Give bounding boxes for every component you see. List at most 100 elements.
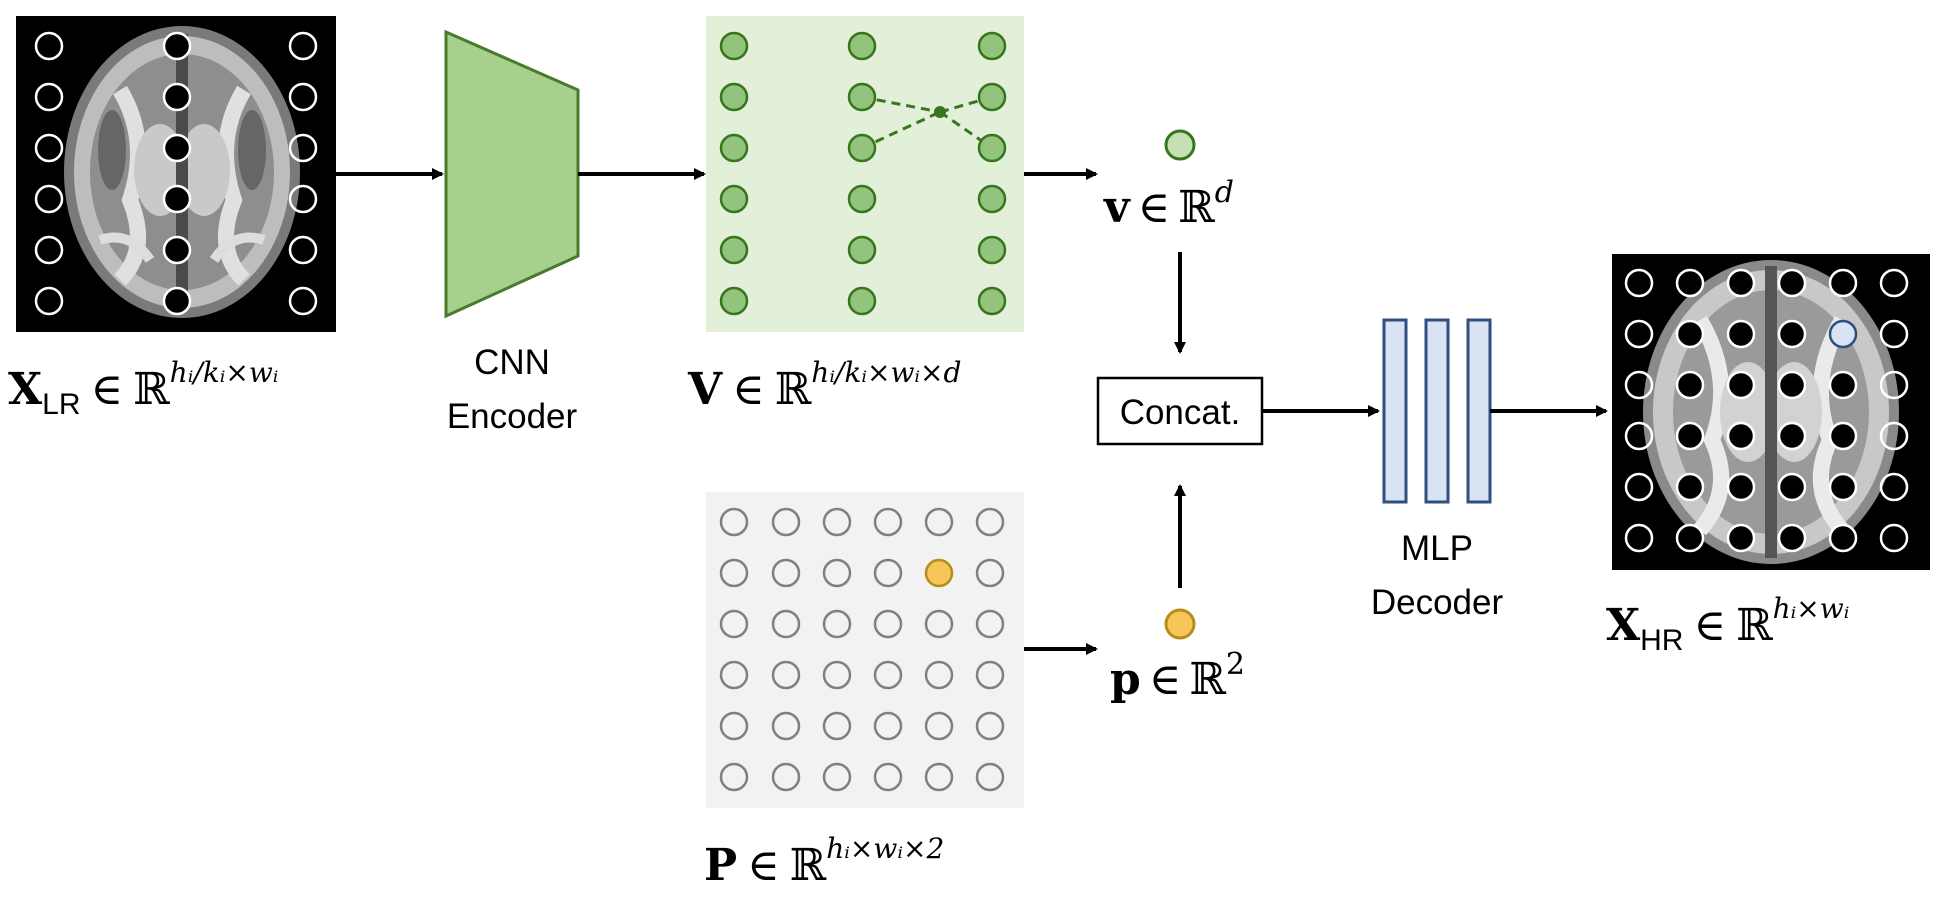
concat-label: Concat. <box>1120 393 1241 432</box>
coordinate-point <box>822 609 852 639</box>
hr-sample-point <box>1879 523 1909 553</box>
brain-mri-low-res-icon <box>64 26 300 318</box>
hr-sample-point <box>1777 268 1807 298</box>
x-lr-label: XLR∈ℝhᵢ/kᵢ×wᵢ <box>8 356 278 421</box>
feature-node <box>719 133 749 163</box>
coordinate-point <box>719 762 749 792</box>
hr-sample-point <box>1879 472 1909 502</box>
coordinate-point <box>719 711 749 741</box>
hr-sample-point <box>1624 370 1654 400</box>
feature-vector-node <box>1164 129 1196 161</box>
lr-image-panel <box>16 16 336 332</box>
hr-sample-point <box>1777 319 1807 349</box>
hr-sample-point <box>1675 523 1705 553</box>
coordinate-point <box>822 660 852 690</box>
lr-sample-point <box>288 133 318 163</box>
coordinate-point <box>975 762 1005 792</box>
lr-sample-point <box>288 235 318 265</box>
coordinate-point <box>924 609 954 639</box>
lr-sample-point <box>162 235 192 265</box>
feature-map-panel <box>706 16 1024 332</box>
coordinate-point <box>771 507 801 537</box>
coordinate-point <box>771 558 801 588</box>
lr-sample-point <box>34 235 64 265</box>
coordinate-point <box>975 660 1005 690</box>
feature-node <box>977 286 1007 316</box>
selected-coordinate-point <box>924 558 954 588</box>
hr-sample-point <box>1726 268 1756 298</box>
lr-sample-point <box>34 133 64 163</box>
feature-node <box>847 235 877 265</box>
hr-sample-point <box>1624 268 1654 298</box>
lr-sample-point <box>288 286 318 316</box>
encoder-label-line1: CNN <box>474 343 550 382</box>
coordinate-grid-background <box>706 492 1024 808</box>
coordinate-point <box>924 711 954 741</box>
lr-sample-point <box>162 184 192 214</box>
encoder-label-line2: Encoder <box>447 397 578 436</box>
hr-image-panel <box>1612 254 1930 570</box>
lr-sample-point <box>162 133 192 163</box>
x-hr-label: XHR∈ℝhᵢ×wᵢ <box>1606 592 1849 657</box>
coordinate-point <box>719 660 749 690</box>
lr-sample-point <box>162 31 192 61</box>
hr-sample-point <box>1777 472 1807 502</box>
mlp-decoder-block <box>1382 318 1492 504</box>
lr-sample-point <box>288 82 318 112</box>
feature-node <box>719 286 749 316</box>
hr-sample-point <box>1879 319 1909 349</box>
hr-sample-point <box>1828 523 1858 553</box>
hr-sample-point <box>1726 421 1756 451</box>
feature-node <box>977 235 1007 265</box>
decoder-label-line2: Decoder <box>1371 583 1504 622</box>
hr-sample-point <box>1675 421 1705 451</box>
feature-node <box>847 184 877 214</box>
feature-node <box>847 31 877 61</box>
hr-sample-point <box>1726 523 1756 553</box>
coordinate-vector-node <box>1164 608 1196 640</box>
hr-sample-point <box>1828 421 1858 451</box>
cnn-encoder-block <box>444 29 580 319</box>
concat-block: Concat. <box>1096 376 1264 446</box>
coordinate-point <box>873 609 903 639</box>
coordinate-point <box>822 507 852 537</box>
hr-sample-point <box>1675 319 1705 349</box>
feature-node <box>719 31 749 61</box>
coordinate-point <box>719 609 749 639</box>
decoder-label-line1: MLP <box>1401 529 1473 568</box>
hr-sample-point <box>1828 472 1858 502</box>
feature-node <box>847 286 877 316</box>
hr-sample-point <box>1879 421 1909 451</box>
coordinate-point <box>771 609 801 639</box>
hr-sample-point <box>1879 370 1909 400</box>
coordinate-point <box>975 609 1005 639</box>
feature-node <box>977 82 1007 112</box>
hr-sample-point <box>1777 370 1807 400</box>
concat-box <box>1096 376 1264 446</box>
coordinate-grid-panel <box>706 492 1024 808</box>
coordinate-point <box>822 762 852 792</box>
coordinate-point <box>822 711 852 741</box>
coordinate-point <box>975 711 1005 741</box>
lr-sample-point <box>34 184 64 214</box>
coordinate-point <box>975 558 1005 588</box>
hr-sample-point <box>1624 523 1654 553</box>
decoder-layer-1 <box>1382 318 1408 504</box>
hr-sample-point <box>1879 268 1909 298</box>
hr-sample-point <box>1828 370 1858 400</box>
hr-sample-point <box>1726 472 1756 502</box>
feature-node <box>719 235 749 265</box>
coordinate-point <box>873 711 903 741</box>
p-vector-label: p∈ℝ2 <box>1110 647 1245 705</box>
coordinate-point <box>771 660 801 690</box>
lr-sample-point <box>288 31 318 61</box>
hr-sample-point <box>1675 472 1705 502</box>
coordinate-point <box>924 660 954 690</box>
decoder-layer-2 <box>1424 318 1450 504</box>
v-vector-label: v∈ℝd <box>1103 175 1234 233</box>
feature-node <box>719 82 749 112</box>
hr-sample-point <box>1777 523 1807 553</box>
feature-node <box>847 82 877 112</box>
coordinate-point <box>771 762 801 792</box>
